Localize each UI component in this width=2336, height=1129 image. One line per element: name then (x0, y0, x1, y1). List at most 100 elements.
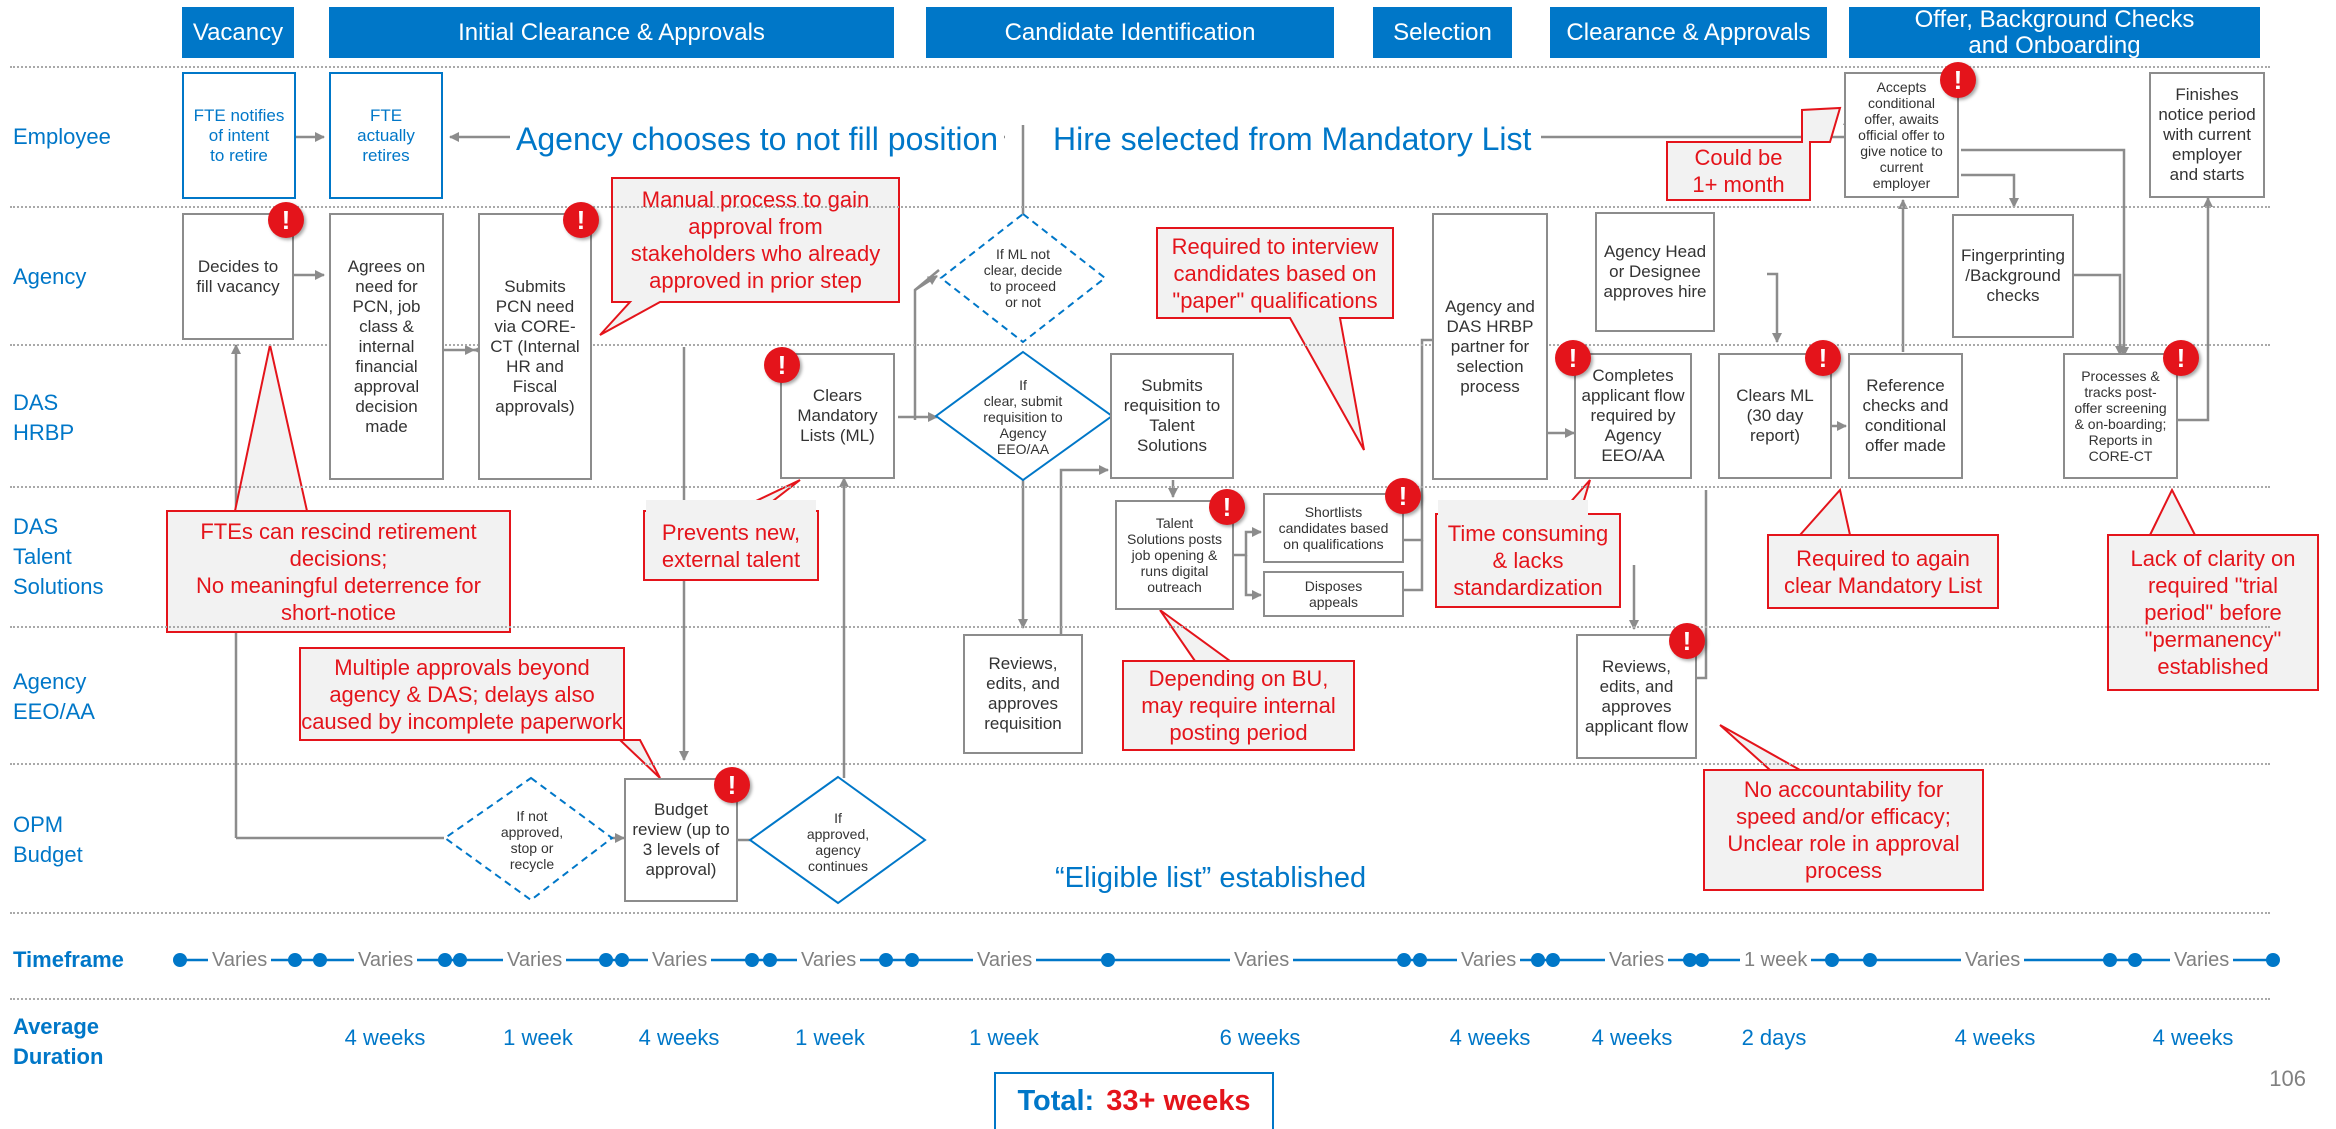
box-reviews-requisition: Reviews, edits, and approves requisition (963, 634, 1083, 754)
exclamation-circle-icon: ! (1385, 478, 1421, 514)
exclamation-circle-icon: ! (714, 767, 750, 803)
lane-das-talent: DAS Talent Solutions (13, 514, 104, 599)
timeline-dot (745, 953, 759, 967)
lane-average-duration: Average Duration (13, 1014, 104, 1069)
total-value: 33+ weeks (1106, 1085, 1251, 1117)
label-eligible-list: “Eligible list” established (1055, 862, 1367, 895)
callout-interview-paper: Required to interview candidates based o… (1171, 233, 1379, 313)
box-completes-flow: Completes applicant flow required by Age… (1574, 353, 1692, 479)
diamond-if-clear: If clear, submit requisition to Agency E… (983, 377, 1063, 457)
box-fte-retires: FTE actually retires (329, 72, 443, 199)
label-agency-not-fill: Agency chooses to not fill position (510, 121, 1005, 158)
exclamation-circle-icon: ! (268, 202, 304, 238)
callout-ftes-rescind: FTEs can rescind retirement decisions; N… (196, 518, 481, 625)
timeline-dot (1531, 953, 1545, 967)
box-disposes-appeals: Disposes appeals (1263, 571, 1404, 617)
timeline-dot (905, 953, 919, 967)
phase-vacancy: Vacancy (182, 7, 294, 58)
box-fingerprinting: Fingerprinting /Background checks (1952, 214, 2074, 338)
phase-candidate-identification: Candidate Identification (926, 7, 1334, 58)
phase-clearance-approvals: Clearance & Approvals (1550, 7, 1827, 58)
callout-required-again: Required to again clear Mandatory List (1783, 545, 1983, 598)
timeline-dot (1101, 953, 1115, 967)
duration-value: 4 weeks (344, 1025, 426, 1050)
timeframe-label: Varies (648, 949, 712, 972)
callout-manual-process: Manual process to gain approval from sta… (630, 187, 881, 293)
box-finishes-notice: Finishes notice period with current empl… (2149, 72, 2265, 198)
timeframe-label: Varies (1457, 949, 1521, 972)
lane-separator (10, 998, 2270, 1000)
phase-selection: Selection (1373, 7, 1512, 58)
lane-employee: Employee (13, 124, 111, 149)
callout-lack-shape (2107, 487, 2319, 691)
callout-multiple-shape (299, 647, 661, 779)
box-talent-posts: Talent Solutions posts job opening & run… (1115, 500, 1234, 610)
diamond-if-not-approved: If not approved, stop or recycle (500, 808, 564, 872)
timeline-dot (615, 953, 629, 967)
duration-value: 1 week (503, 1025, 573, 1050)
timeline-dot (763, 953, 777, 967)
box-agency-das-partner: Agency and DAS HRBP partner for selectio… (1432, 213, 1548, 480)
box-fte-notifies: FTE notifies of intent to retire (182, 72, 296, 199)
duration-value: 6 weeks (1219, 1025, 1301, 1050)
lane-separator (10, 763, 2270, 765)
timeframe-label: Varies (1230, 949, 1294, 972)
box-agency-head-approves: Agency Head or Designee approves hire (1595, 212, 1715, 332)
timeline-dot (1695, 953, 1709, 967)
exclamation-circle-icon: ! (764, 347, 800, 383)
timeline-dot (438, 953, 452, 967)
exclamation-circle-icon: ! (1209, 489, 1245, 525)
timeline-dot (1825, 953, 1839, 967)
callout-lack-clarity: Lack of clarity on required "trial perio… (2130, 546, 2296, 679)
timeframe-label: Varies (2170, 949, 2234, 972)
timeline-dot (1683, 953, 1697, 967)
exclamation-circle-icon: ! (2163, 340, 2199, 376)
timeline-dot (2128, 953, 2142, 967)
timeframe-label: Varies (208, 949, 272, 972)
diamond-if-clear-shape (934, 350, 1114, 482)
box-decides-fill: Decides to fill vacancy (182, 213, 294, 340)
lane-separator (10, 912, 2270, 914)
duration-value: 1 week (969, 1025, 1039, 1050)
callout-manual-shape (599, 177, 900, 336)
lane-agency: Agency (13, 264, 87, 289)
callout-no-accountability: No accountability for speed and/or effic… (1727, 777, 1960, 883)
callout-required-shape (1767, 487, 1999, 609)
duration-value: 4 weeks (638, 1025, 720, 1050)
callout-accountability-shape (1703, 724, 1984, 891)
exclamation-circle-icon: ! (1555, 340, 1591, 376)
callout-interview-shape (1156, 227, 1394, 451)
duration-value: 2 days (1741, 1025, 1807, 1050)
diamond-if-ml-shape (939, 212, 1107, 344)
diamond-if-ml: If ML not clear, decide to proceed or no… (983, 246, 1063, 310)
phase-offer-onboarding: Offer, Background Checks and Onboarding (1849, 6, 2260, 58)
page-number: 106 (2269, 1066, 2306, 1091)
callout-could-be-month: Could be 1+ month (1692, 145, 1785, 197)
box-submits-requisition: Submits requisition to Talent Solutions (1110, 353, 1234, 479)
box-clears-ml: Clears Mandatory Lists (ML) (780, 353, 895, 479)
label-hire-mandatory: Hire selected from Mandatory List (1047, 121, 1538, 158)
timeframe-label: Varies (797, 949, 861, 972)
timeline-dot (1863, 953, 1877, 967)
timeframe-label: 1 week (1740, 949, 1812, 972)
callout-ftes-shape (166, 344, 511, 633)
callout-could-be-shape (1666, 106, 1842, 201)
callout-prevents-talent: Prevents new, external talent (661, 519, 801, 572)
timeframe-label: Varies (1605, 949, 1669, 972)
timeframe-label: Varies (973, 949, 1037, 972)
timeline-dot (313, 953, 327, 967)
exclamation-circle-icon: ! (1940, 62, 1976, 98)
duration-value: 4 weeks (1449, 1025, 1531, 1050)
timeline-dot (288, 953, 302, 967)
timeline-dot (879, 953, 893, 967)
timeline-dot (2103, 953, 2117, 967)
lane-separator (10, 206, 2270, 208)
duration-value: 4 weeks (1591, 1025, 1673, 1050)
duration-value: 4 weeks (2152, 1025, 2234, 1050)
exclamation-circle-icon: ! (1669, 623, 1705, 659)
lane-timeframe: Timeframe (13, 947, 124, 972)
exclamation-circle-icon: ! (563, 202, 599, 238)
box-reference-checks: Reference checks and conditional offer m… (1848, 353, 1963, 479)
diamond-not-approved-shape (443, 776, 614, 902)
diamond-approved-shape (748, 775, 927, 905)
